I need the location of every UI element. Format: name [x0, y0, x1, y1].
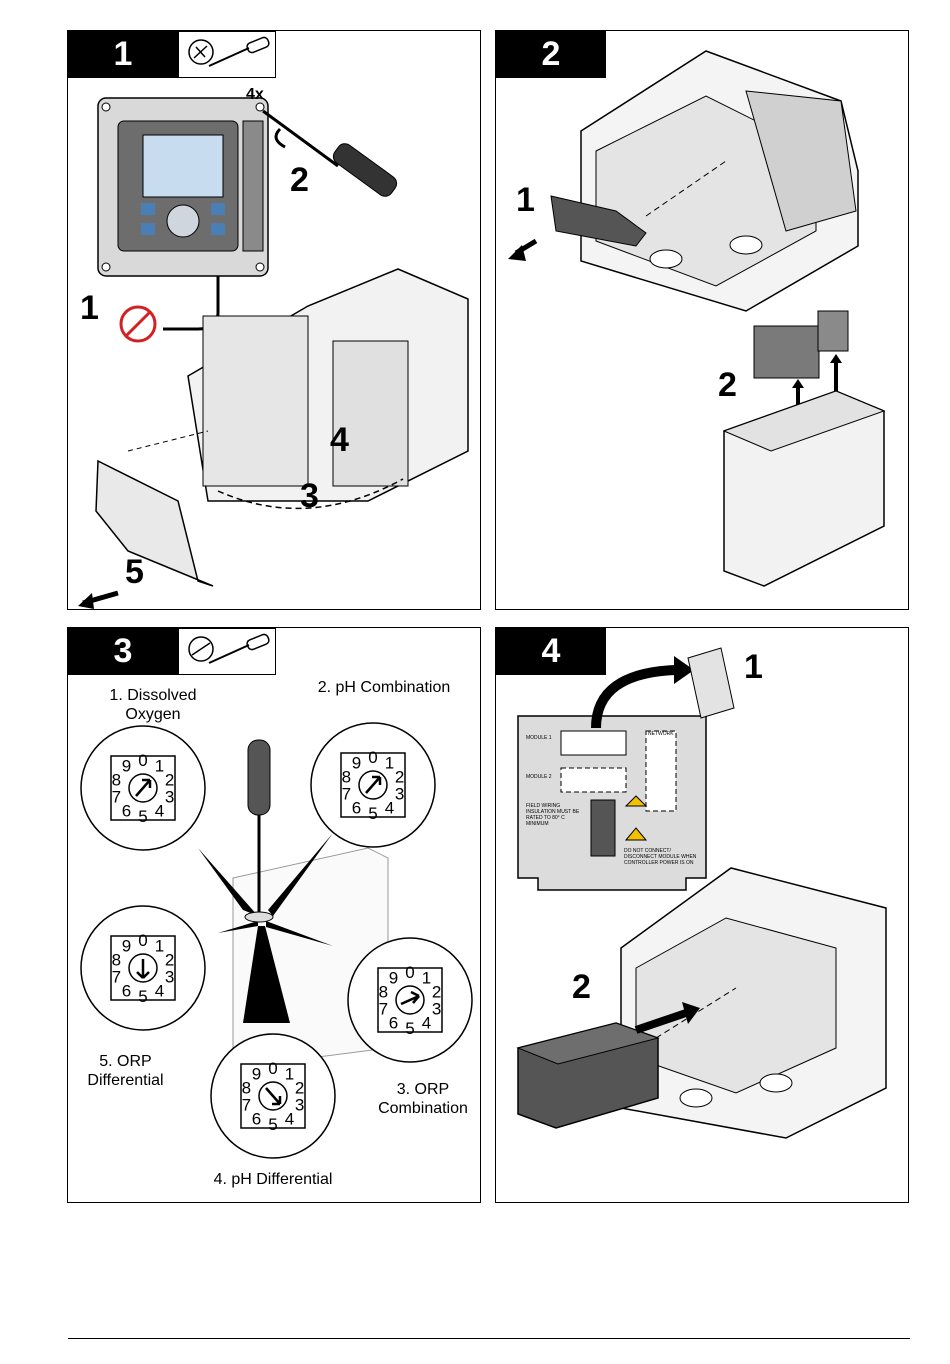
callout-2: 2	[572, 968, 591, 1006]
dial-digit: 5	[368, 804, 377, 823]
card-network: NETWORK	[648, 731, 674, 737]
step-number: 1	[68, 31, 178, 78]
dial-digit: 6	[352, 799, 361, 818]
dial-digit: 2	[165, 950, 174, 969]
dial-digit: 1	[385, 753, 394, 772]
step-number: 3	[68, 628, 178, 675]
dial-digit: 3	[432, 1000, 441, 1019]
dial-digit: 0	[368, 748, 377, 767]
dial-digit: 3	[295, 1096, 304, 1115]
dial-digit: 5	[405, 1019, 414, 1038]
callout-5: 5	[125, 553, 144, 591]
dial-digit: 6	[252, 1110, 261, 1129]
dial-digit: 3	[165, 788, 174, 807]
dial-digit: 8	[242, 1078, 251, 1097]
dial-digit: 7	[112, 788, 121, 807]
step-number: 4	[496, 628, 606, 675]
dial-digit: 1	[155, 936, 164, 955]
callout-2: 2	[290, 161, 309, 199]
callout-1: 1	[744, 648, 763, 686]
dial-digit: 4	[385, 799, 394, 818]
dial-digit: 1	[422, 968, 431, 987]
dial-digit: 5	[268, 1115, 277, 1134]
dial-digit: 5	[138, 807, 147, 826]
dial-digit: 0	[405, 963, 414, 982]
dial-digit: 4	[422, 1014, 431, 1033]
callout-1: 1	[516, 181, 535, 219]
dial-digit: 3	[165, 968, 174, 987]
dial-digit: 8	[342, 767, 351, 786]
dial-digit: 4	[285, 1110, 294, 1129]
panel-step-1: 1	[67, 30, 481, 610]
module-install-illustration	[516, 647, 887, 1139]
dial-digit: 0	[268, 1059, 277, 1078]
card-module-2: MODULE 2	[526, 774, 552, 780]
card-field-wiring: FIELD WIRING INSULATION MUST BE RATED TO…	[526, 803, 580, 827]
callout-4: 4	[330, 421, 349, 459]
dial-digit: 8	[112, 950, 121, 969]
dial-digit: 9	[122, 756, 131, 775]
panel-step-3: 3	[67, 627, 481, 1203]
callout-2: 2	[718, 366, 737, 404]
card-warning: DO NOT CONNECT/ DISCONNECT MODULE WHEN C…	[624, 848, 697, 866]
dial-digit: 9	[122, 936, 131, 955]
dial-digit: 9	[389, 968, 398, 987]
label-orp-differential: 5. ORP Differential	[87, 1053, 164, 1089]
dial-digit: 6	[122, 802, 131, 821]
dial-digit: 6	[389, 1014, 398, 1033]
dial-digit: 4	[155, 802, 164, 821]
label-orp-combination: 3. ORP Combination	[378, 1081, 468, 1117]
label-dissolved-oxygen: 1. Dissolved Oxygen	[109, 687, 197, 723]
dial-digit: 2	[165, 770, 174, 789]
dial-digit: 1	[285, 1064, 294, 1083]
module-slot-illustration	[508, 50, 886, 587]
footer-rule	[68, 1338, 910, 1339]
dial-digit: 5	[138, 987, 147, 1006]
controller-illustration	[78, 97, 469, 609]
callout-1: 1	[80, 289, 99, 327]
dial-digit: 0	[138, 931, 147, 950]
callout-3: 3	[300, 477, 319, 515]
dial-digit: 1	[155, 756, 164, 775]
screwdriver-flat-icon	[178, 628, 276, 675]
label-ph-combination: 2. pH Combination	[317, 679, 451, 696]
dial-digit: 2	[432, 982, 441, 1001]
card-module-1: MODULE 1	[526, 735, 552, 741]
dial-digit: 6	[122, 982, 131, 1001]
dial-digit: 8	[379, 982, 388, 1001]
dial-digit: 9	[252, 1064, 261, 1083]
label-ph-differential: 4. pH Differential	[213, 1171, 333, 1188]
dial-digit: 9	[352, 753, 361, 772]
dial-digit: 7	[342, 785, 351, 804]
dial-digit: 0	[138, 751, 147, 770]
panel-step-4: 4 MODULE 1 MODULE 2 NETWORK FIELD WIRING…	[495, 627, 909, 1203]
dial-digit: 2	[295, 1078, 304, 1097]
screwdriver-phillips-icon	[178, 31, 276, 78]
step-number: 2	[496, 31, 606, 78]
dial-digit: 7	[242, 1096, 251, 1115]
callout-count: 4x	[246, 86, 264, 103]
dial-digit: 8	[112, 770, 121, 789]
dial-digit: 7	[112, 968, 121, 987]
dial-digit: 7	[379, 1000, 388, 1019]
panel-step-2: 2 1 2	[495, 30, 909, 610]
dial-digit: 2	[395, 767, 404, 786]
dial-digit: 4	[155, 982, 164, 1001]
dial-digit: 3	[395, 785, 404, 804]
